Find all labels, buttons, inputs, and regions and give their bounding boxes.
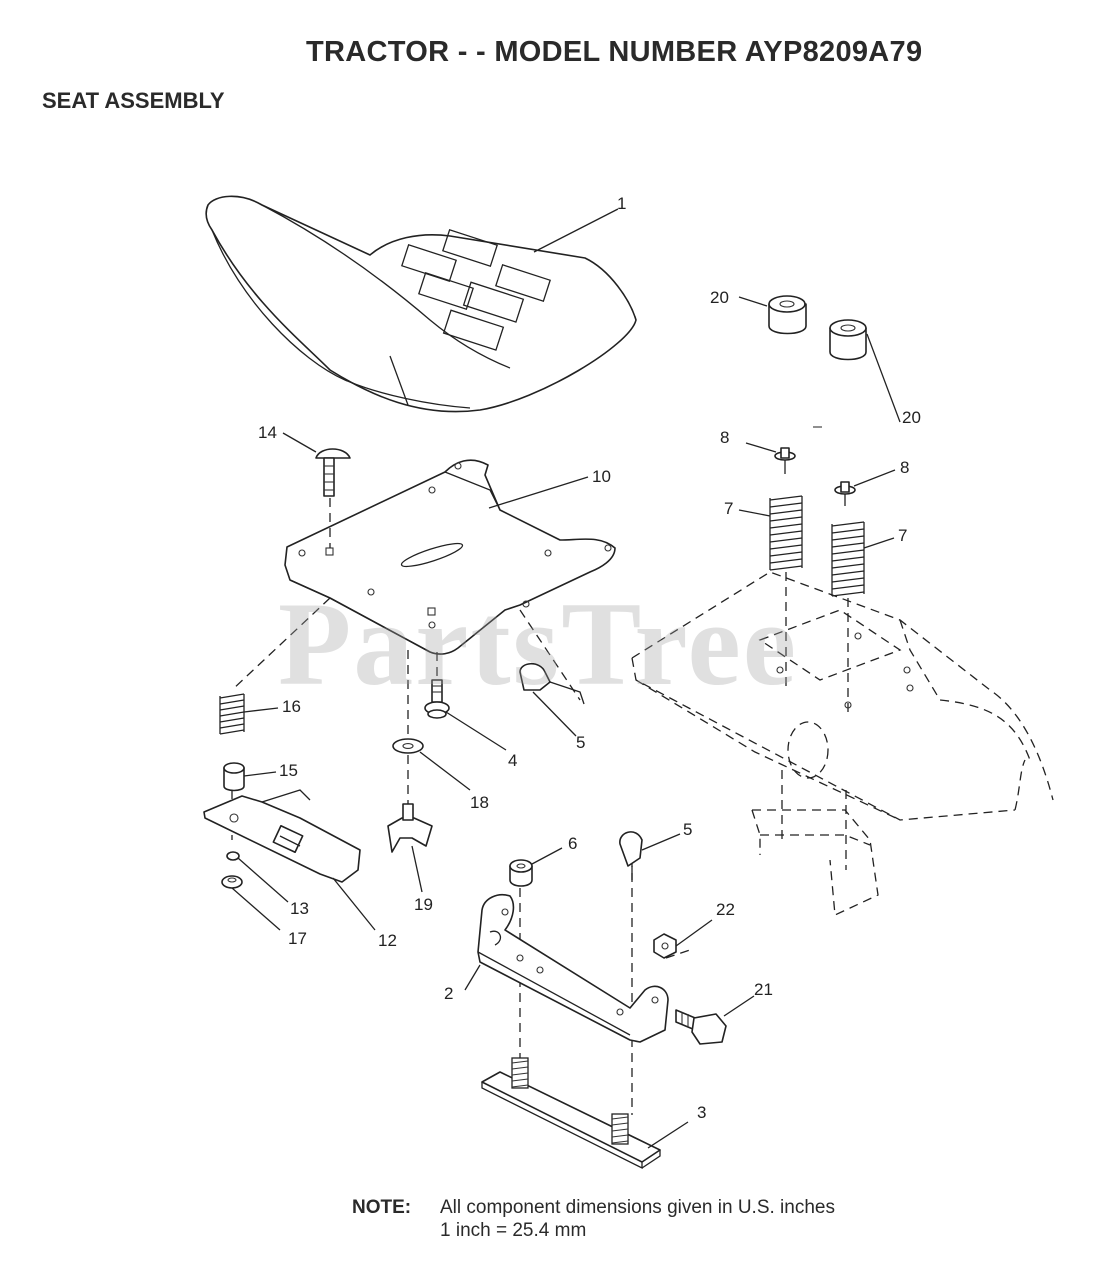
hex-nut [653, 933, 677, 959]
callout-7-right: 7 [898, 526, 907, 545]
callout-16: 16 [282, 697, 301, 716]
callout-8-right: 8 [900, 458, 909, 477]
callout-15: 15 [279, 761, 298, 780]
callout-20-left: 20 [710, 288, 729, 307]
hairpin-clip [619, 831, 643, 880]
spring-bolt-left [774, 447, 796, 474]
washer-nut [221, 875, 243, 889]
callout-17: 17 [288, 929, 307, 948]
seat-support-bracket [477, 894, 669, 1043]
callout-12: 12 [378, 931, 397, 950]
callout-14: 14 [258, 423, 277, 442]
callout-2: 2 [444, 984, 453, 1003]
adjustment-bolt [675, 1009, 727, 1045]
carriage-bolt [315, 448, 351, 497]
spring-left [769, 495, 803, 572]
callout-1: 1 [617, 194, 626, 213]
callout-3: 3 [697, 1103, 706, 1122]
watermark: PartsTree [278, 577, 798, 710]
spacer-right [829, 319, 867, 361]
section-title: SEAT ASSEMBLY [42, 88, 225, 113]
callout-4: 4 [508, 751, 517, 770]
callout-21: 21 [754, 980, 773, 999]
seat [205, 195, 637, 413]
callout-5-upper: 5 [576, 733, 585, 752]
spacer-left [768, 295, 807, 335]
spring-bolt-right [834, 481, 856, 506]
lock-nut [509, 859, 533, 887]
pivot-spring [219, 693, 245, 735]
spring-right [831, 521, 865, 598]
dimensions-note: NOTE: All component dimensions given in … [352, 1196, 835, 1242]
page-title: TRACTOR - - MODEL NUMBER AYP8209A79 [306, 36, 923, 68]
shoulder-bolt [424, 679, 450, 719]
base-plate [481, 1071, 661, 1170]
flat-washer [392, 738, 424, 754]
pivot-bracket [203, 789, 361, 883]
callout-13: 13 [290, 899, 309, 918]
callout-8-left: 8 [720, 428, 729, 447]
seat-clip [519, 662, 585, 705]
adjustment-knob [387, 803, 433, 853]
fender-outline [631, 571, 1054, 916]
callout-18: 18 [470, 793, 489, 812]
note-label: NOTE: [352, 1197, 412, 1218]
callout-7-left: 7 [724, 499, 733, 518]
note-line-2: 1 inch = 25.4 mm [440, 1220, 587, 1241]
callout-5-lower: 5 [683, 820, 692, 839]
callout-22: 22 [716, 900, 735, 919]
callout-6: 6 [568, 834, 577, 853]
callout-19: 19 [414, 895, 433, 914]
seat-pan [284, 459, 616, 655]
stud-left [511, 1057, 529, 1089]
callout-10: 10 [592, 467, 611, 486]
nut [226, 851, 240, 861]
callout-20-right: 20 [902, 408, 921, 427]
bushing [223, 762, 245, 792]
note-line-1: All component dimensions given in U.S. i… [440, 1197, 835, 1218]
stud-right [611, 1113, 629, 1145]
